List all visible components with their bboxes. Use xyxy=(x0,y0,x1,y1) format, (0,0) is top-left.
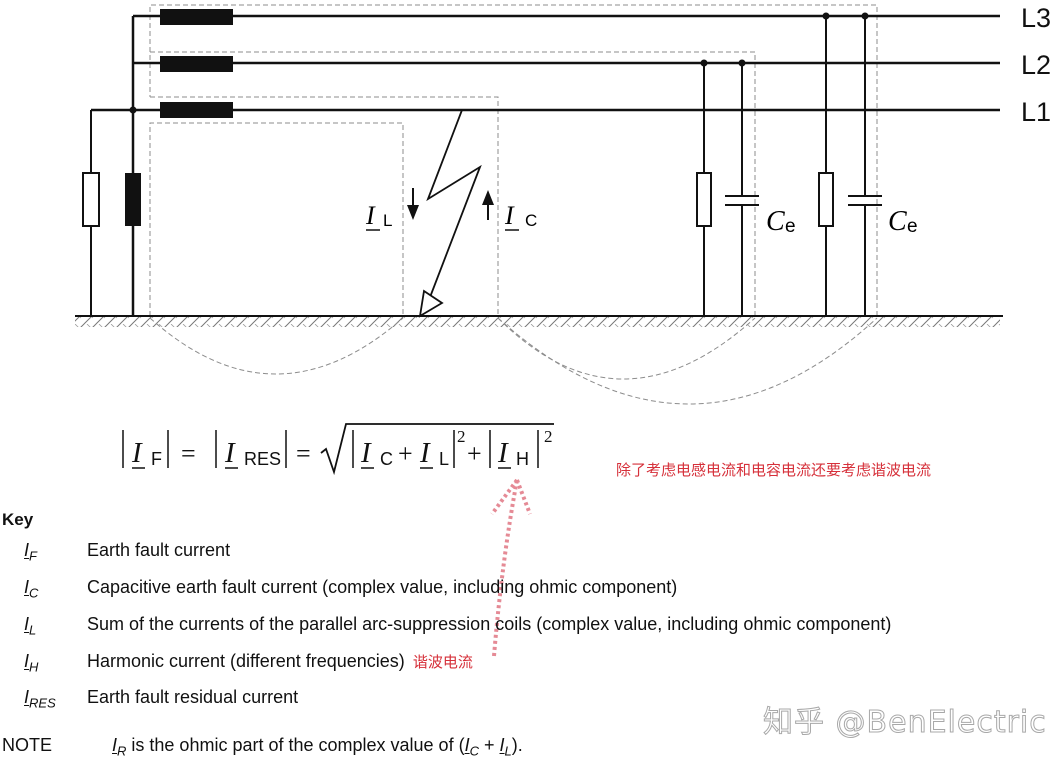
key-item-il: IL Sum of the currents of the parallel a… xyxy=(0,614,1063,644)
svg-text:I: I xyxy=(131,437,143,469)
ce-label-1: C e xyxy=(766,206,796,237)
svg-text:I: I xyxy=(365,201,376,230)
phase-lines xyxy=(91,14,1000,316)
svg-text:+: + xyxy=(398,439,413,468)
winding-l3 xyxy=(160,9,233,25)
svg-text:I: I xyxy=(504,201,515,230)
l2-loop-box xyxy=(149,51,756,316)
svg-text:I: I xyxy=(224,437,236,469)
note-label: NOTE xyxy=(2,735,53,755)
l2-leak-resistor xyxy=(696,172,712,227)
transformer-windings xyxy=(160,9,233,118)
key-item-ires: IRES Earth fault residual current xyxy=(0,687,1063,717)
svg-text:e: e xyxy=(785,216,796,237)
formula-annotation: 除了考虑电感电流和电容电流还要考虑谐波电流 xyxy=(616,461,932,479)
key-symbol: IF xyxy=(24,540,37,564)
ic-arrow-up-icon xyxy=(482,190,494,205)
coil-loop-box xyxy=(149,122,404,316)
key-description: Sum of the currents of the parallel arc-… xyxy=(87,614,892,634)
winding-l2 xyxy=(160,56,233,72)
svg-text:I: I xyxy=(360,437,372,469)
key-symbol: IC xyxy=(24,577,39,601)
earth-fault-circuit-diagram: I L I C C e C e L3 L2 xyxy=(75,3,1051,405)
neutral-resistor xyxy=(82,172,100,227)
svg-text:e: e xyxy=(907,216,918,237)
svg-text:H: H xyxy=(516,449,529,469)
label-l3: L3 xyxy=(1021,3,1051,33)
label-l2: L2 xyxy=(1021,50,1051,80)
svg-text:C: C xyxy=(380,449,393,469)
svg-text:+: + xyxy=(467,439,482,468)
il-arrow-down-icon xyxy=(407,205,419,220)
neutral-earthing xyxy=(82,110,141,316)
winding-l1 xyxy=(160,102,233,118)
current-path-dashed-boxes xyxy=(149,4,878,316)
earth-ground xyxy=(75,315,1003,327)
l1-loop-box xyxy=(150,96,499,316)
svg-text:F: F xyxy=(151,449,162,469)
il-label: I L xyxy=(365,201,392,231)
key-symbol: IRES xyxy=(24,687,56,711)
harmonic-annotation: 谐波电流 xyxy=(412,653,473,671)
ce-label-2: C e xyxy=(888,206,918,237)
svg-text:L: L xyxy=(383,211,392,230)
svg-text:=: = xyxy=(181,439,196,468)
watermark: 知乎 @BenElectric xyxy=(763,705,1047,741)
svg-text:C: C xyxy=(766,206,785,237)
svg-text:=: = xyxy=(296,439,311,468)
harmonic-pointer-arrow-icon xyxy=(490,478,532,657)
key-description: Earth fault current xyxy=(87,540,231,560)
phase-labels: L3 L2 L1 xyxy=(1021,3,1051,127)
earth-return-paths xyxy=(149,317,878,405)
svg-text:C: C xyxy=(525,211,537,230)
arc-suppression-coil xyxy=(125,173,141,226)
label-l1: L1 xyxy=(1021,97,1051,127)
svg-text:L: L xyxy=(439,449,449,469)
key-description: Capacitive earth fault current (complex … xyxy=(87,577,678,597)
earth-fault-arc xyxy=(418,109,482,318)
residual-current-formula: I F = I RES = I C + I L 2 + I H 2 xyxy=(122,423,554,476)
svg-text:2: 2 xyxy=(457,427,466,446)
l3-leak-resistor xyxy=(818,172,834,227)
key-symbol: IL xyxy=(24,614,37,638)
key-item-ih: IH Harmonic current (different frequenci… xyxy=(0,651,1063,681)
svg-text:I: I xyxy=(497,437,509,469)
ic-label: I C xyxy=(504,201,537,231)
sqrt-sign-icon xyxy=(320,423,554,476)
key-description: Earth fault residual current xyxy=(87,687,299,707)
key-item-if: IF Earth fault current xyxy=(0,540,1063,570)
l2-earth-impedance xyxy=(696,59,759,316)
neutral-node xyxy=(129,106,137,114)
svg-text:C: C xyxy=(888,206,907,237)
svg-text:I: I xyxy=(419,437,431,469)
l3-earth-impedance xyxy=(818,12,882,316)
key-item-ic: IC Capacitive earth fault current (compl… xyxy=(0,577,1063,607)
l3-loop-box xyxy=(149,4,878,316)
note-text: IR is the ohmic part of the complex valu… xyxy=(112,735,523,759)
key-symbol: IH xyxy=(24,651,39,675)
key-description: Harmonic current (different frequencies)… xyxy=(87,651,473,671)
svg-text:2: 2 xyxy=(544,427,553,446)
key-title: Key xyxy=(2,510,34,529)
svg-text:RES: RES xyxy=(244,449,281,469)
current-arrows xyxy=(407,188,494,220)
